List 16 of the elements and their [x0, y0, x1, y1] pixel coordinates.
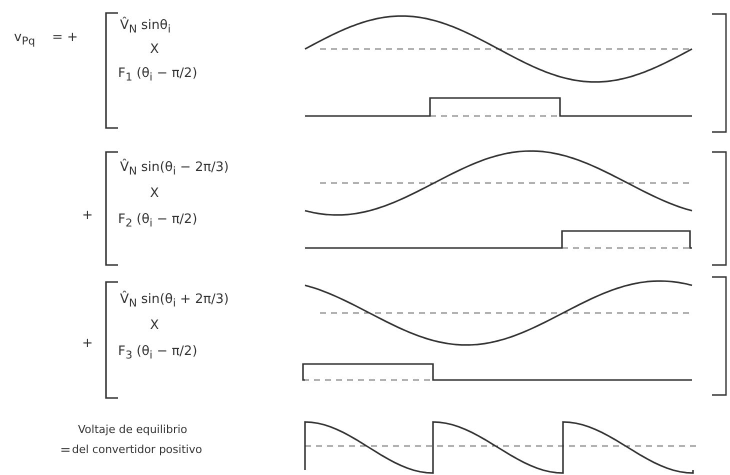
formula-term: F$_{3}$ (θ$_{i}$ − π/2)	[118, 344, 198, 364]
multiply-sign: X	[150, 42, 159, 58]
formula-term: V̂$_{N}$ sin(θ$_{i}$ − 2π/3)	[120, 160, 229, 180]
plus-sign: +	[82, 336, 93, 352]
multiply-sign: X	[150, 318, 159, 334]
caption-text: del convertidor positivo	[72, 442, 202, 458]
caption-text: Voltaje de equilibrio	[78, 422, 188, 438]
equals-plus-sign: = +	[52, 30, 78, 46]
formula-term: V̂$_{N}$ sin(θ$_{i}$ + 2π/3)	[120, 292, 229, 312]
plus-sign: +	[82, 208, 93, 224]
formula-term: V̂$_{N}$ sinθ$_{i}$	[120, 18, 171, 38]
formula-term: F$_{1}$ (θ$_{i}$ − π/2)	[118, 66, 198, 86]
equals-sign: =	[60, 443, 71, 459]
formula-term: F$_{2}$ (θ$_{i}$ − π/2)	[118, 212, 198, 232]
variable-name: v$_{Pq}$	[14, 30, 36, 50]
multiply-sign: X	[150, 186, 159, 202]
